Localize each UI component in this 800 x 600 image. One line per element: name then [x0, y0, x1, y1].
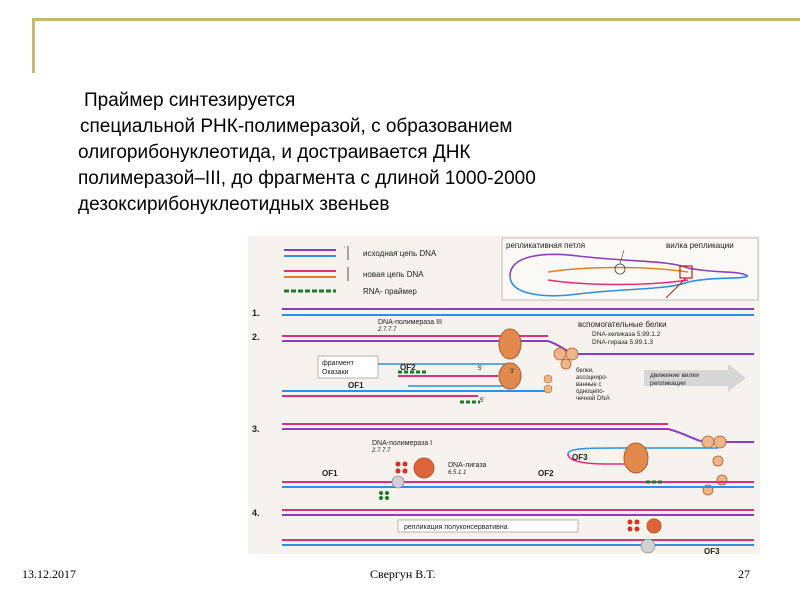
- step-3-pol3: [623, 442, 649, 474]
- footer-date: 13.12.2017: [22, 567, 76, 581]
- pol1-ec: 2.7.7.7: [371, 448, 391, 454]
- pol3-label: DNA-полимераза III: [378, 319, 442, 326]
- okazaki-label-line-2: Оказаки: [322, 369, 349, 376]
- fork-move-line-1: движение вилки: [650, 372, 699, 379]
- semicons-box: [397, 519, 579, 533]
- five-prime-label-2: 5': [480, 398, 484, 404]
- loop-label: репликативная петля: [506, 241, 585, 250]
- step-4-ligase: [646, 518, 662, 534]
- primer-debris-4: [385, 496, 389, 500]
- footer-author: Свергун В.Т.: [370, 567, 436, 581]
- of1-label-step3: OF1: [322, 469, 338, 478]
- legend-primer-label: RNA- праймер: [363, 287, 417, 296]
- slide-left-rule: [32, 18, 35, 73]
- of2-label-step3: OF2: [538, 469, 554, 478]
- step-4-dot-1: [627, 519, 633, 525]
- ligase-protein: [413, 457, 435, 479]
- helicase-bead-2: [565, 347, 579, 361]
- legend-new-label: новая цепь DNA: [363, 270, 424, 279]
- five-prime-label: 5': [478, 366, 482, 372]
- ssb-label-line-2: ассоцииро-: [576, 375, 608, 381]
- of2-label-step2: OF2: [400, 363, 416, 372]
- ssb-label-line-1: белки,: [576, 368, 594, 374]
- helicase-bead-1: [553, 347, 567, 361]
- ssb-label-line-5: чечной DNA: [576, 395, 610, 402]
- pol1-label: DNA-полимераза I: [372, 440, 432, 447]
- loop-pointer-line: [619, 249, 625, 265]
- paragraph-line-1: Праймер синтезируется: [84, 90, 296, 111]
- pol3-ec: 2.7.7.7: [377, 327, 397, 333]
- legend-brace-1: }: [344, 245, 345, 249]
- slide-paragraph: Праймер синтезируется специальной РНК-по…: [78, 88, 678, 218]
- of1-label-step2: OF1: [348, 381, 364, 390]
- primer-debris-1: [379, 491, 383, 495]
- slide-top-rule: [32, 18, 800, 21]
- figure-legend: } исходная цепь DNA новая цепь DNA RNA- …: [284, 245, 437, 296]
- step-2: 2. DNA-полимераза III 2.7.7.7 вспомогате…: [252, 319, 754, 404]
- fork-move-line-2: репликации: [650, 380, 686, 387]
- ssb-bead-2: [543, 384, 553, 394]
- okazaki-label-line-1: фрагмент: [322, 360, 355, 367]
- step-3-bead-4: [716, 474, 728, 486]
- paragraph-line-3: олигорибонуклеотида, и достраивается ДНК: [78, 142, 471, 163]
- fork-pointer-line: [665, 277, 687, 299]
- of3-label-step3: OF3: [572, 453, 588, 462]
- step-3-bead-1: [701, 435, 715, 449]
- pol1-dot-2: [402, 461, 408, 467]
- fork-move-arrow: [644, 364, 746, 392]
- helicase-label: DNA-хеликаза 5.99.1.2: [592, 331, 661, 338]
- step-3: 3. DNA-полимераза I 2.7.7.7 DNA-лигаза 6…: [252, 423, 754, 500]
- ssb-label-line-4: одноцепо-: [576, 389, 605, 395]
- step-3-number: 3.: [252, 424, 260, 434]
- loop-new-bottom: [547, 279, 689, 286]
- step-3-bead-2: [713, 435, 727, 449]
- loop-top-parent: [509, 253, 749, 277]
- pol3-protein-bottom: [498, 362, 522, 390]
- step-4-dot-2: [634, 519, 640, 525]
- step-3-lagging-top: [567, 447, 718, 455]
- step-4-dot-4: [634, 526, 640, 532]
- step-4: 4. репликация полуконсервативна OF3: [252, 508, 754, 554]
- pol3-protein-top: [498, 328, 522, 360]
- nick-site-step3: [391, 475, 405, 489]
- ligase-label: DNA-лигаза: [448, 462, 487, 469]
- ssb-bead-1: [543, 374, 553, 384]
- step-3-lagging-new: [567, 453, 648, 465]
- fork-label: вилка репликации: [666, 241, 734, 250]
- of3-label-step4: OF3: [704, 547, 720, 554]
- pol1-dot-3: [395, 468, 401, 474]
- three-prime-label: 3': [510, 369, 514, 375]
- primer-debris-3: [379, 496, 383, 500]
- pol1-dot-1: [395, 461, 401, 467]
- ligase-ec: 6.5.1.1: [448, 470, 466, 476]
- pol1-dot-4: [402, 468, 408, 474]
- gyrase-bead: [560, 358, 572, 370]
- ssb-label-line-3: ванные с: [576, 382, 601, 388]
- footer-page-number: 27: [738, 567, 750, 581]
- gyrase-label: DNA-гираза 5.99.1.3: [592, 339, 653, 346]
- okazaki-box: [317, 355, 379, 379]
- step-1: 1.: [252, 308, 754, 318]
- loop-bottom-parent: [509, 275, 749, 297]
- semicons-label: репликация полуконсервативна: [404, 524, 508, 531]
- paragraph-line-2: специальной РНК-полимеразой, с образован…: [80, 116, 513, 137]
- legend-parent-label: исходная цепь DNA: [363, 249, 437, 258]
- paragraph-line-5: дезоксирибонуклеотидных звеньев: [78, 194, 390, 215]
- aux-proteins-label: вспомогательные белки: [578, 320, 667, 329]
- step-1-number: 1.: [252, 308, 260, 318]
- dna-replication-figure: } исходная цепь DNA новая цепь DNA RNA- …: [248, 236, 760, 554]
- step-3-bead-3: [712, 455, 724, 467]
- primer-debris-2: [385, 491, 389, 495]
- step-4-nick: [640, 538, 656, 554]
- replication-loop-inset: репликативная петля вилка репликации: [501, 237, 759, 301]
- paragraph-line-4: полимеразой–III, до фрагмента с длиной 1…: [78, 168, 536, 189]
- step-4-number: 4.: [252, 508, 260, 518]
- step-4-dot-3: [627, 526, 633, 532]
- loop-new-top: [547, 266, 689, 273]
- step-2-number: 2.: [252, 332, 260, 342]
